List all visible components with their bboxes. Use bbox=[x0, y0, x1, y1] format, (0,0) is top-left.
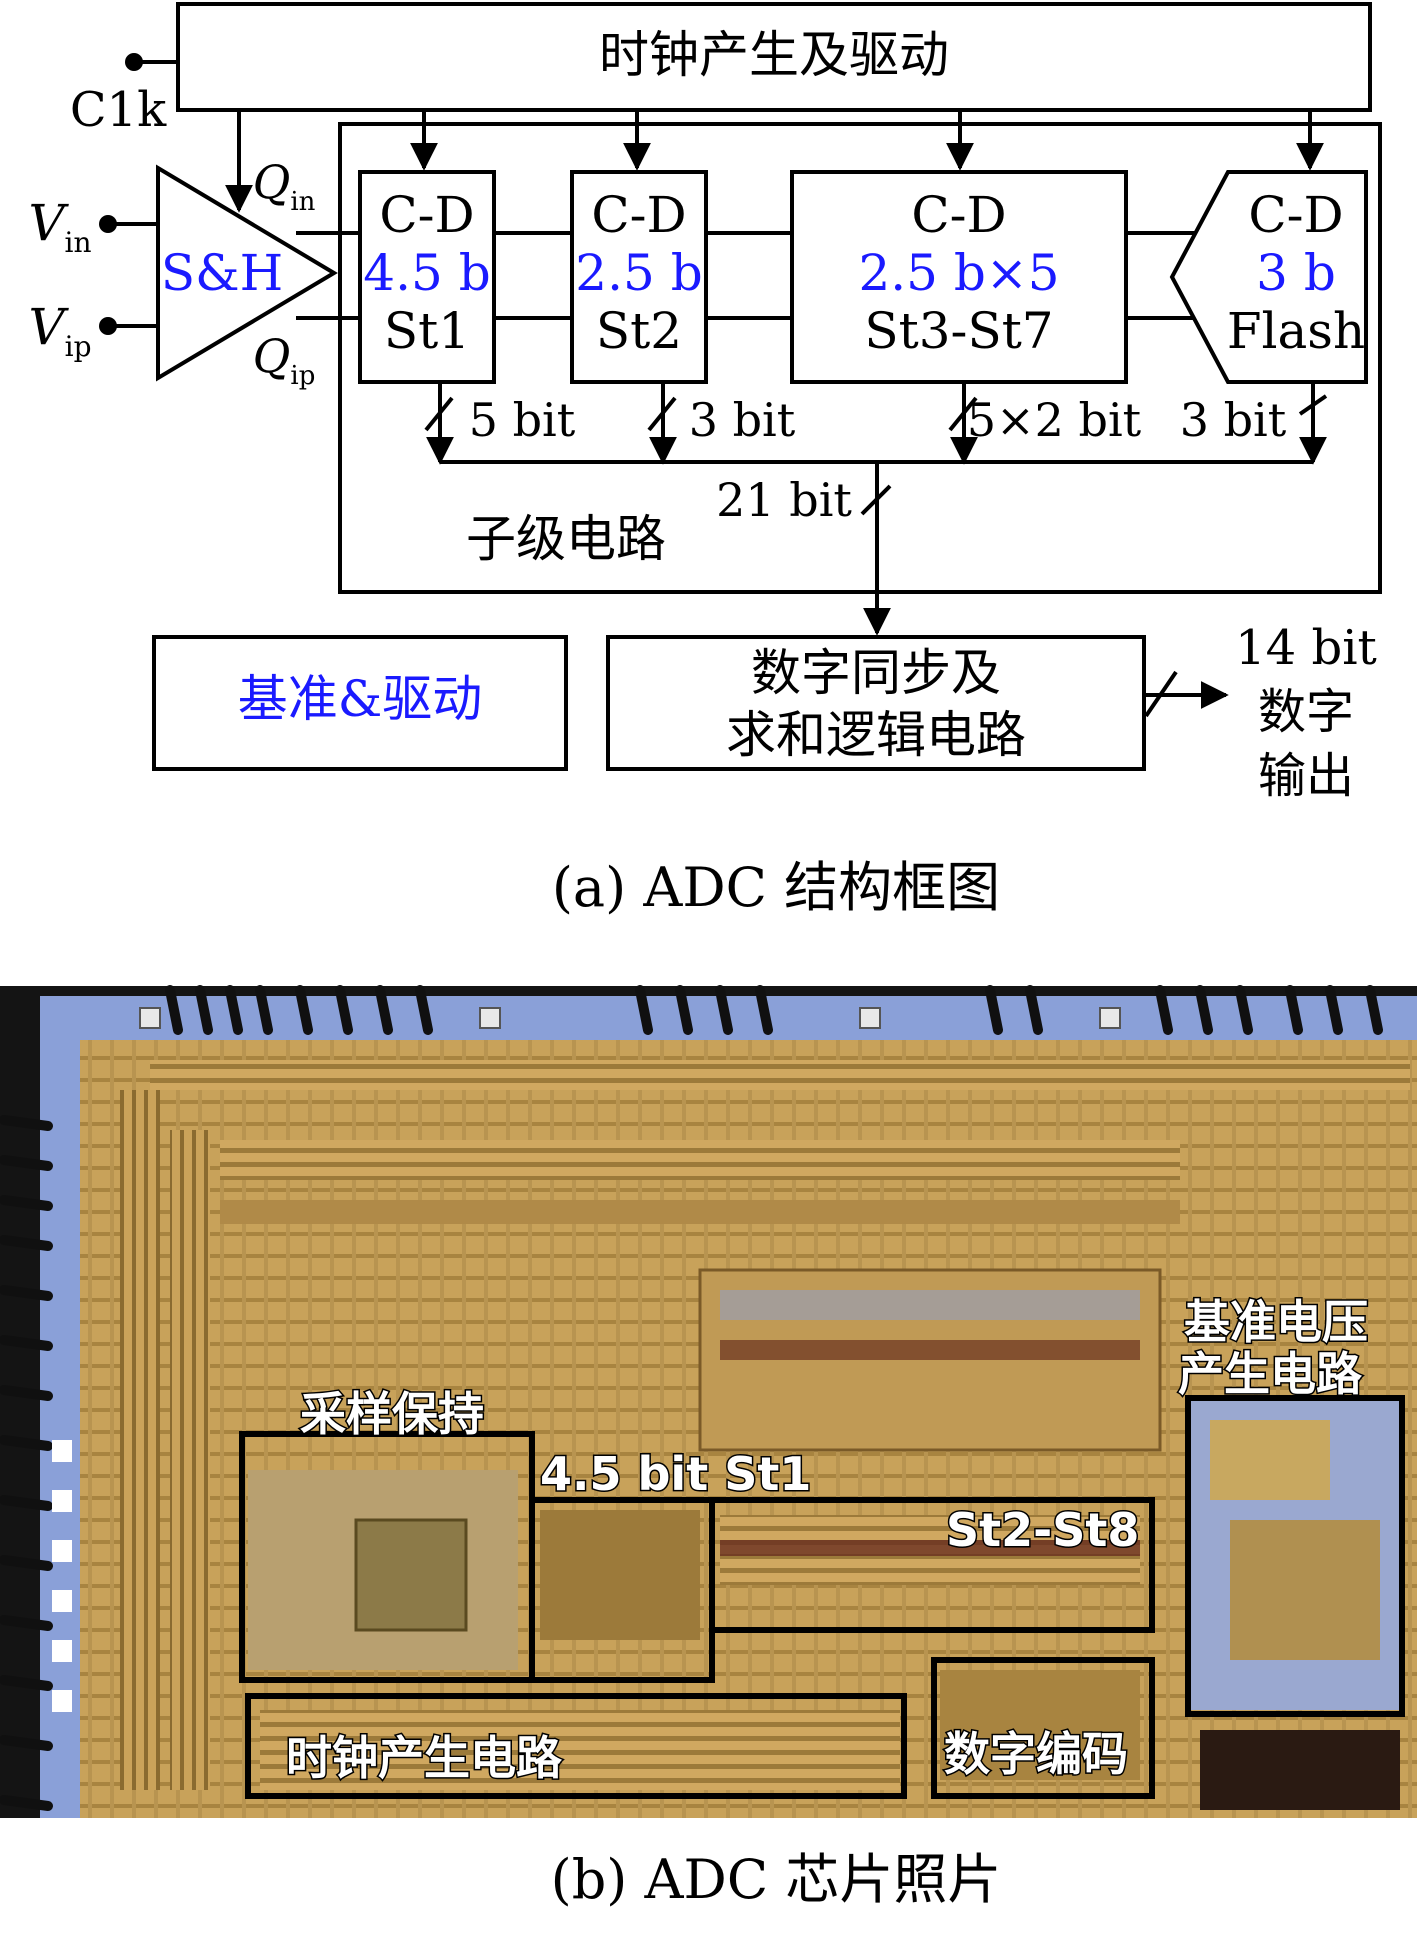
digital-encode-region bbox=[931, 1657, 1155, 1799]
stage1-top: C-D bbox=[379, 186, 474, 244]
sub-circuit-label: 子级电路 bbox=[466, 510, 666, 568]
block-diagram: 时钟产生及驱动 C1k 子级电路 Vin Vip S&H Qin Qip bbox=[28, 2, 1382, 919]
stage1-resolution: 4.5 b bbox=[363, 244, 490, 302]
sample-hold-amplifier bbox=[156, 164, 338, 382]
stage3-7-name: St3-St7 bbox=[864, 302, 1053, 360]
stage2-bits: 3 bit bbox=[689, 393, 796, 447]
stage1-bits: 5 bit bbox=[469, 393, 576, 447]
stage1-name: St1 bbox=[384, 302, 470, 360]
vin-label: Vin bbox=[28, 194, 91, 259]
stage2-top: C-D bbox=[591, 186, 686, 244]
stage3-7-bits: 5×2 bit bbox=[967, 393, 1142, 447]
bus-width-label: 21 bit bbox=[716, 473, 852, 527]
digital-sum-block bbox=[606, 635, 1146, 771]
st1-label: 4.5 bit St1 bbox=[540, 1447, 811, 1501]
stage2-name: St2 bbox=[596, 302, 682, 360]
vip-label: Vip bbox=[29, 298, 92, 363]
stage3-7-top: C-D bbox=[911, 186, 1006, 244]
qin-label: Qin bbox=[253, 155, 316, 217]
clock-driver-label: 时钟产生及驱动 bbox=[599, 26, 949, 84]
st2-st8-region bbox=[709, 1497, 1155, 1633]
clock-driver-block bbox=[176, 2, 1372, 112]
st2-st8-label: St2-St8 bbox=[946, 1503, 1139, 1557]
reference-driver-label: 基准&驱动 bbox=[238, 670, 483, 728]
stage2-resolution: 2.5 b bbox=[575, 244, 702, 302]
flash-resolution: 3 b bbox=[1256, 244, 1336, 302]
sub-circuit-box bbox=[338, 122, 1382, 594]
stage3-7-resolution: 2.5 b×5 bbox=[858, 244, 1059, 302]
digital-sum-label-2: 求和逻辑电路 bbox=[726, 706, 1026, 764]
ref-gen-label-2: 产生电路 bbox=[1178, 1347, 1363, 1401]
digital-sum-label-1: 数字同步及 bbox=[751, 644, 1001, 702]
digital-encode-label: 数字编码 bbox=[944, 1727, 1128, 1781]
ref-voltage-region bbox=[1185, 1395, 1405, 1717]
clock-gen-label: 时钟产生电路 bbox=[286, 1731, 563, 1785]
stage3-7-block bbox=[790, 170, 1128, 384]
reference-driver-block bbox=[152, 635, 568, 771]
flash-top: C-D bbox=[1248, 186, 1343, 244]
ref-gen-label-1: 基准电压 bbox=[1184, 1295, 1368, 1349]
stage1-block bbox=[358, 170, 496, 384]
output-label-2: 输出 bbox=[1258, 748, 1354, 804]
clk-label: C1k bbox=[70, 82, 167, 138]
output-bits-label: 14 bit bbox=[1235, 620, 1377, 676]
qip-label: Qip bbox=[253, 329, 316, 391]
flash-block bbox=[1169, 170, 1368, 384]
flash-name: Flash bbox=[1227, 302, 1365, 360]
caption-b: (b) ADC 芯片照片 bbox=[551, 1848, 1002, 1911]
output-label-1: 数字 bbox=[1258, 684, 1354, 740]
chip-photo: 基准电压 产生电路 采样保持 4.5 bit St1 St2-St8 时钟产生电… bbox=[0, 985, 1417, 1818]
clock-gen-region bbox=[245, 1693, 907, 1799]
sample-hold-label: 采样保持 bbox=[300, 1387, 484, 1441]
caption-a: (a) ADC 结构框图 bbox=[552, 856, 1000, 919]
stage2-block bbox=[570, 170, 708, 384]
sh-label: S&H bbox=[161, 244, 283, 302]
flash-bits: 3 bit bbox=[1180, 393, 1287, 447]
